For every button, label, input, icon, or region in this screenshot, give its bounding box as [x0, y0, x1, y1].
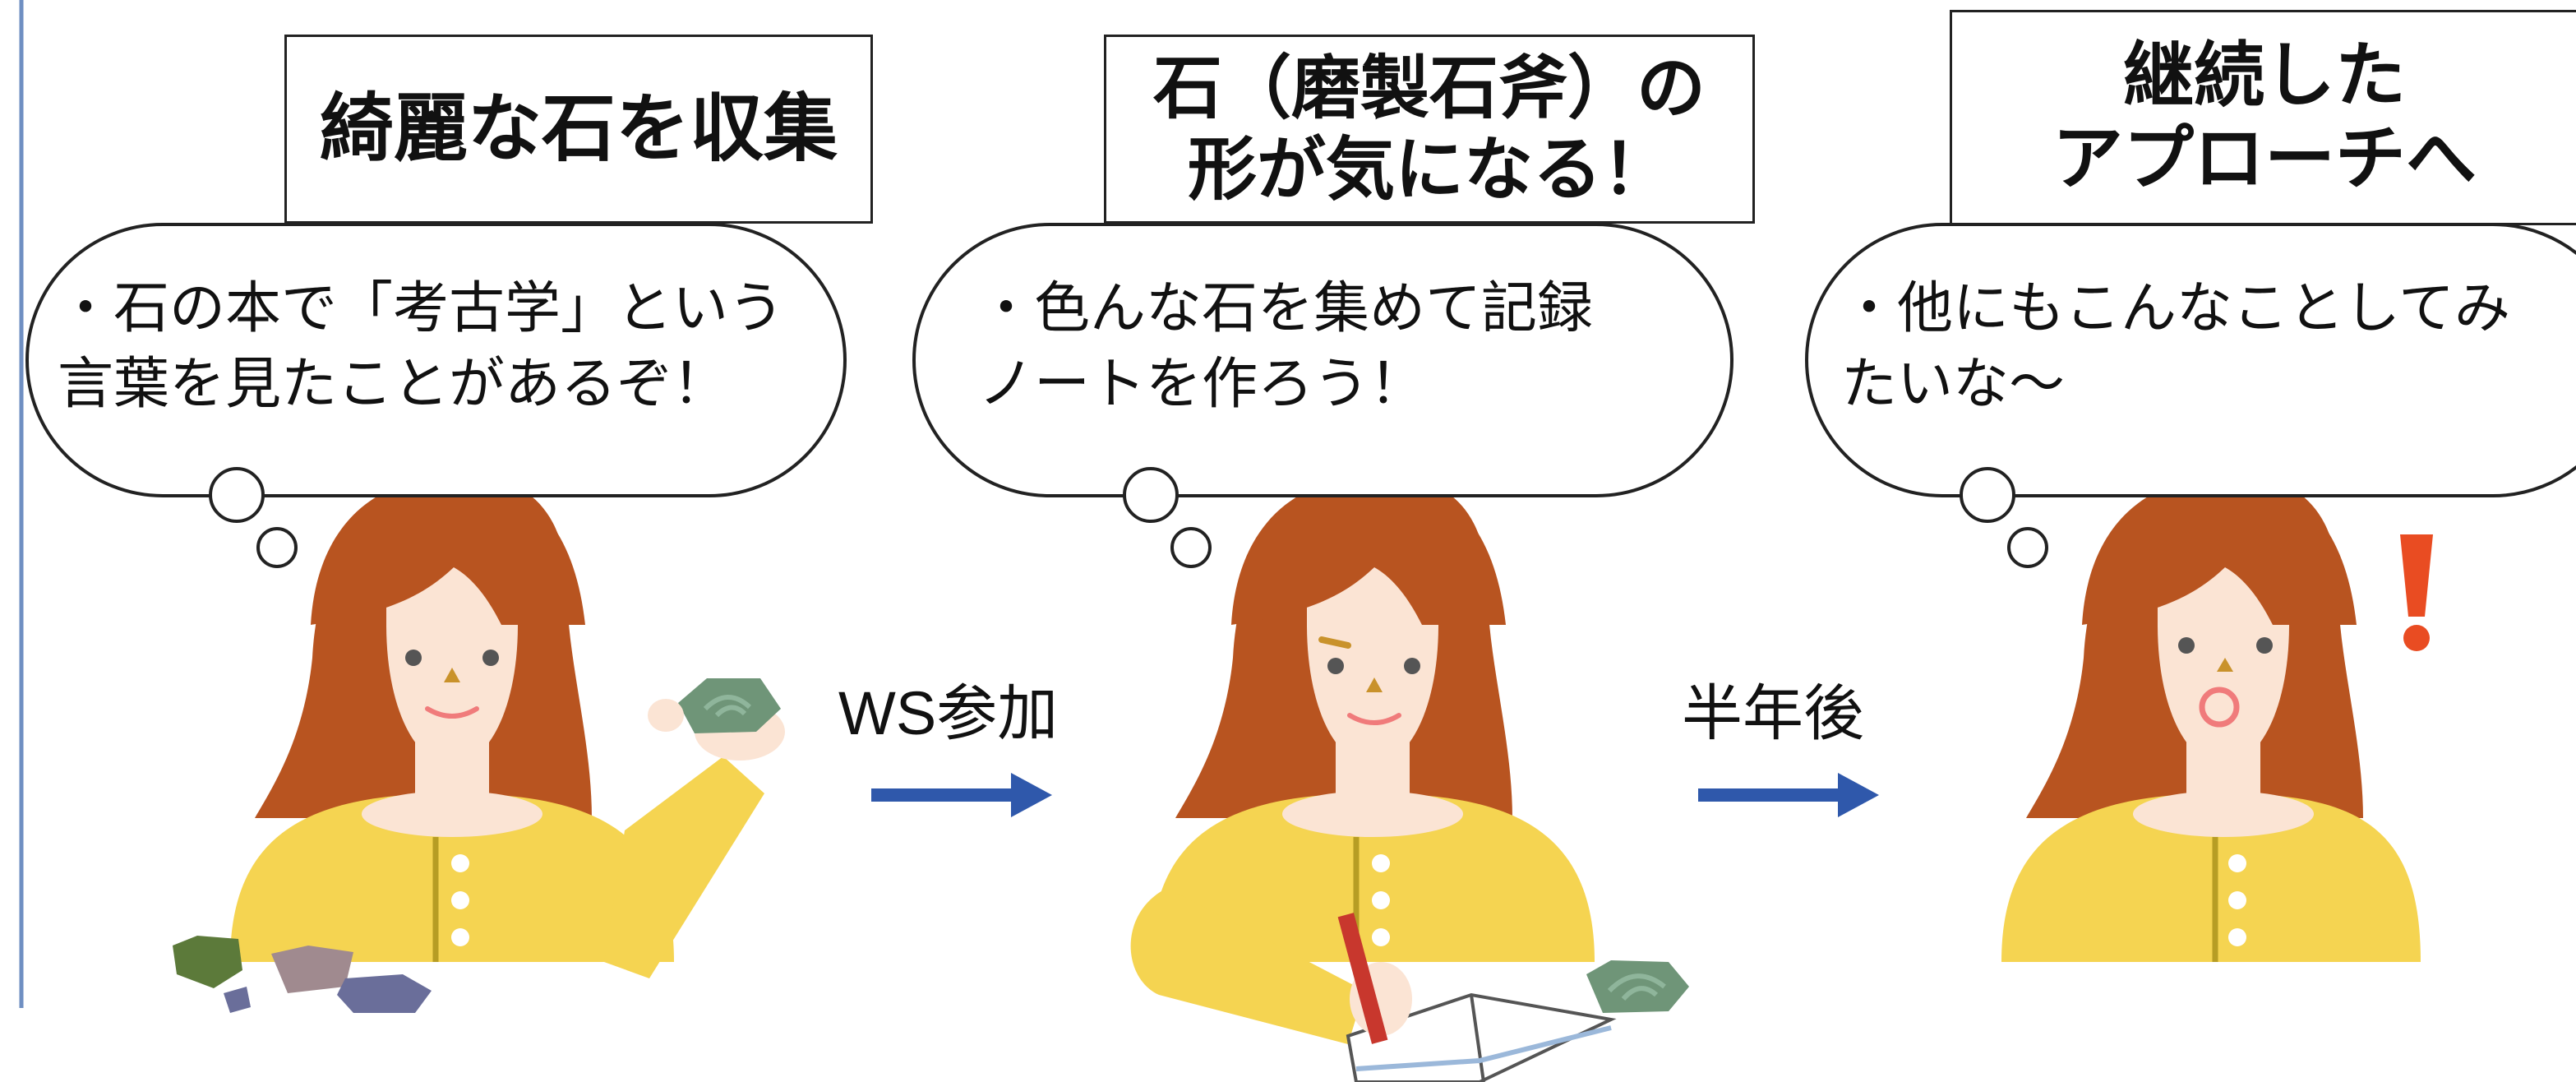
stage-title-1-line-1: 綺麗な石を収集	[320, 85, 838, 172]
thought-text-3: ・他にもこんなことしてみ たいな～	[1841, 271, 2510, 423]
thought-text-1-line-1: ・石の本で「考古学」という	[58, 276, 785, 341]
transition-label-2: 半年後	[1682, 679, 1864, 747]
arrow-1	[871, 773, 1052, 817]
stage-title-2: 石（磨製石斧）の 形が気になる！	[1104, 35, 1755, 224]
stage-title-2-line-2: 形が気になる！	[1187, 129, 1671, 210]
thought-text-2-line-1: ・色んな石を集めて記録	[978, 276, 1594, 341]
stage-title-3: 継続した アプローチへ	[1950, 10, 2576, 225]
girl-figure-3	[2001, 473, 2433, 962]
thought-text-1: ・石の本で「考古学」という 言葉を見たことがあるぞ！	[58, 271, 784, 423]
transition-label-1: WS参加	[838, 679, 1059, 747]
thought-text-1-line-2: 言葉を見たことがあるぞ！	[58, 351, 729, 417]
thought-bubble-2	[912, 223, 1733, 568]
thought-text-3-line-1: ・他にもこんなことしてみ	[1841, 276, 2510, 341]
stage-title-2-line-1: 石（磨製石斧）の	[1152, 47, 1706, 128]
exclamation-icon	[2400, 534, 2433, 617]
thought-text-2-line-2: ノートを作ろう！	[978, 351, 1426, 417]
arrow-2	[1698, 773, 1879, 817]
stage-title-3-line-2: アプローチへ	[2052, 118, 2477, 200]
girl-figure-2	[1130, 473, 1689, 1082]
thought-text-2: ・色んな石を集めて記録 ノートを作ろう！	[978, 271, 1593, 423]
thought-bubble-1	[25, 223, 847, 568]
girl-figure-1	[173, 473, 785, 1013]
stage-title-1: 綺麗な石を収集	[284, 35, 873, 224]
stage-title-3-line-1: 継続した	[2123, 34, 2406, 117]
thought-text-3-line-2: たいな～	[1841, 351, 2066, 417]
